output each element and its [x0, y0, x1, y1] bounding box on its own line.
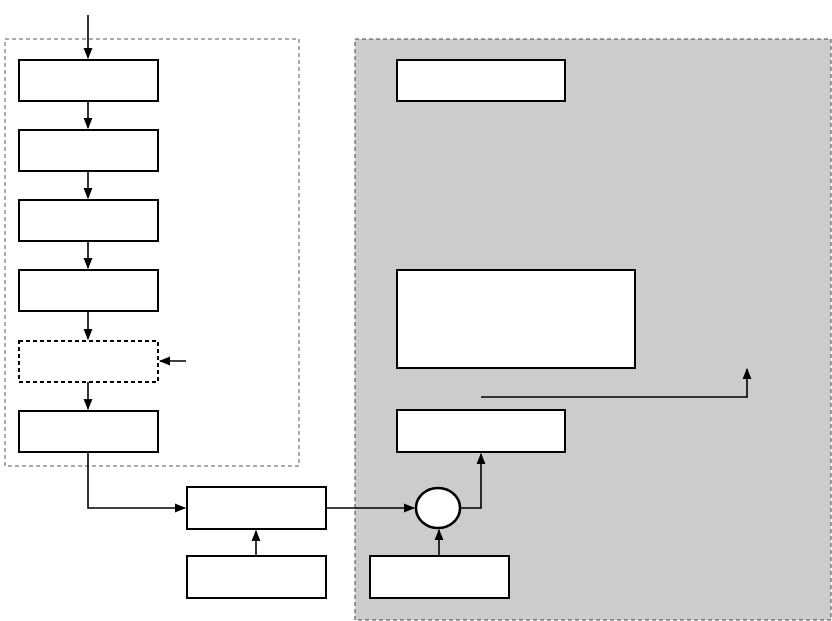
summing-node [414, 486, 462, 530]
right-top-block [396, 59, 566, 102]
right-output-block [396, 409, 566, 453]
right-large-block [396, 269, 636, 369]
combiner-input-block [186, 555, 327, 599]
block-3 [18, 199, 159, 242]
left-chain [18, 59, 186, 453]
block-2 [18, 129, 159, 172]
combiner-block [186, 486, 327, 530]
block-5-dashed [18, 340, 159, 383]
arrow-6-to-combiner [87, 452, 187, 513]
block-1 [18, 59, 159, 102]
left-group-region [4, 38, 300, 467]
output-arrow [481, 367, 752, 398]
node-input-block [369, 555, 510, 599]
arrow-node-to-output [460, 452, 486, 509]
block-6 [18, 410, 159, 453]
block-4 [18, 269, 159, 312]
